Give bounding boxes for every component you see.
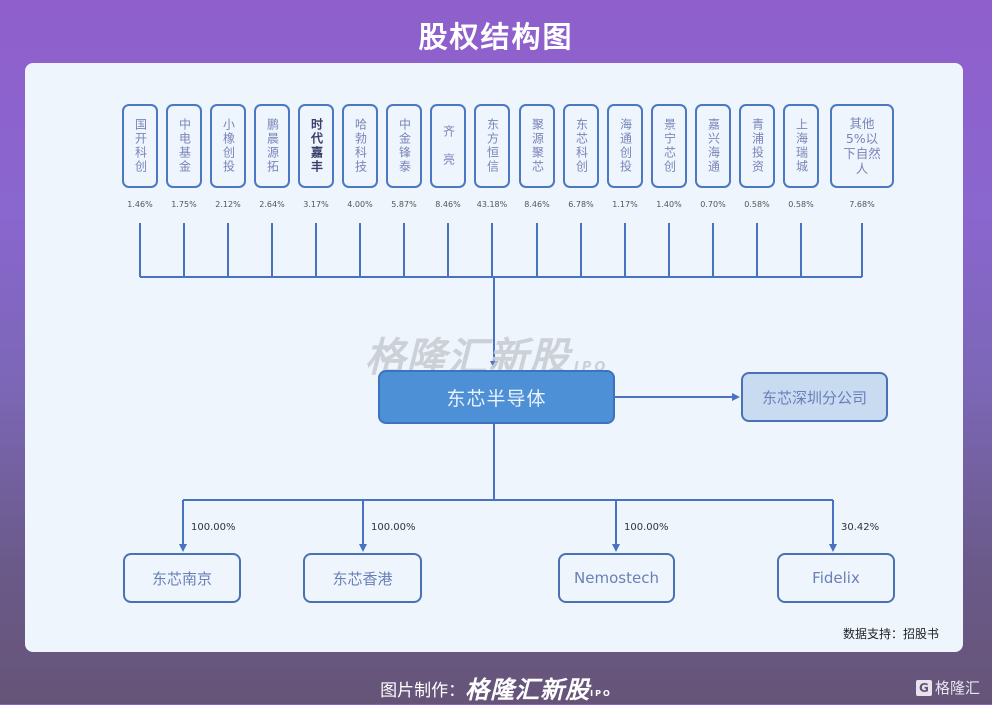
shareholder-box: 嘉兴海通 xyxy=(695,104,731,188)
shareholder-pct: 1.46% xyxy=(127,200,153,209)
subsidiary-pct: 100.00% xyxy=(191,522,236,533)
diagram-panel: 国开科创 1.46% 中电基金 1.75% 小橡创投 2.12% 鹏晨源拓 2.64% 时代嘉丰… xyxy=(25,63,963,652)
shareholder-box: 中电基金 xyxy=(166,104,202,188)
shareholder-pct: 2.64% xyxy=(259,200,285,209)
data-source: 数据支持：招股书 xyxy=(842,627,939,641)
logo-icon: G xyxy=(915,679,932,696)
shareholder-pct: 43.18% xyxy=(476,200,508,209)
subsidiary-box: 东芯南京 xyxy=(123,553,241,603)
shareholder-pct: 7.68% xyxy=(849,200,875,209)
footer-ipo: IPO xyxy=(590,689,612,698)
shareholder-pct: 6.78% xyxy=(568,200,594,209)
footer: 图片制作：格隆汇新股IPO xyxy=(0,670,992,705)
shareholder-pct: 0.58% xyxy=(788,200,814,209)
company-box: 东芯半导体 xyxy=(378,370,615,424)
shareholder-pct: 1.17% xyxy=(612,200,638,209)
branch-office-box: 东芯深圳分公司 xyxy=(741,372,888,422)
shareholder-box: 上海瑞城 xyxy=(783,104,819,188)
footer-brand: 格隆汇新股 xyxy=(465,676,591,704)
shareholder-pct: 5.87% xyxy=(391,200,417,209)
shareholder-box: 景宁芯创 xyxy=(651,104,687,188)
shareholder-box: 海通创投 xyxy=(607,104,643,188)
shareholder-pct: 2.12% xyxy=(215,200,241,209)
shareholder-box: 青浦投资 xyxy=(739,104,775,188)
shareholder-pct: 0.58% xyxy=(744,200,770,209)
shareholder-box: 东芯科创 xyxy=(563,104,599,188)
subsidiary-pct: 100.00% xyxy=(624,522,669,533)
shareholder-box: 东方恒信 xyxy=(474,104,510,188)
shareholder-pct: 4.00% xyxy=(347,200,373,209)
shareholder-box: 齐 亮 xyxy=(430,104,466,188)
subsidiary-box: Fidelix xyxy=(777,553,895,603)
shareholder-pct: 8.46% xyxy=(435,200,461,209)
shareholder-pct: 1.75% xyxy=(171,200,197,209)
page-title: 股权结构图 xyxy=(418,20,574,54)
shareholder-box: 其他5%以下自然人 xyxy=(830,104,894,188)
subsidiary-box: 东芯香港 xyxy=(303,553,422,603)
shareholder-box: 国开科创 xyxy=(122,104,158,188)
shareholder-pct: 8.46% xyxy=(524,200,550,209)
subsidiary-pct: 30.42% xyxy=(841,522,880,533)
footer-label: 图片制作： xyxy=(380,681,466,701)
shareholder-box: 鹏晨源拓 xyxy=(254,104,290,188)
shareholder-pct: 1.40% xyxy=(656,200,682,209)
subsidiary-pct: 100.00% xyxy=(371,522,416,533)
shareholder-box: 哈勃科技 xyxy=(342,104,378,188)
shareholder-pct: 3.17% xyxy=(303,200,329,209)
corner-logo: G 格隆汇 xyxy=(915,677,980,698)
subsidiary-box: Nemostech xyxy=(558,553,675,603)
shareholder-box: 中金锋泰 xyxy=(386,104,422,188)
shareholder-box: 聚源聚芯 xyxy=(519,104,555,188)
connector-lines xyxy=(139,223,863,552)
shareholder-pct: 0.70% xyxy=(700,200,726,209)
shareholder-box: 小橡创投 xyxy=(210,104,246,188)
shareholder-box: 时代嘉丰 xyxy=(298,104,334,188)
logo-text: 格隆汇 xyxy=(934,679,980,697)
